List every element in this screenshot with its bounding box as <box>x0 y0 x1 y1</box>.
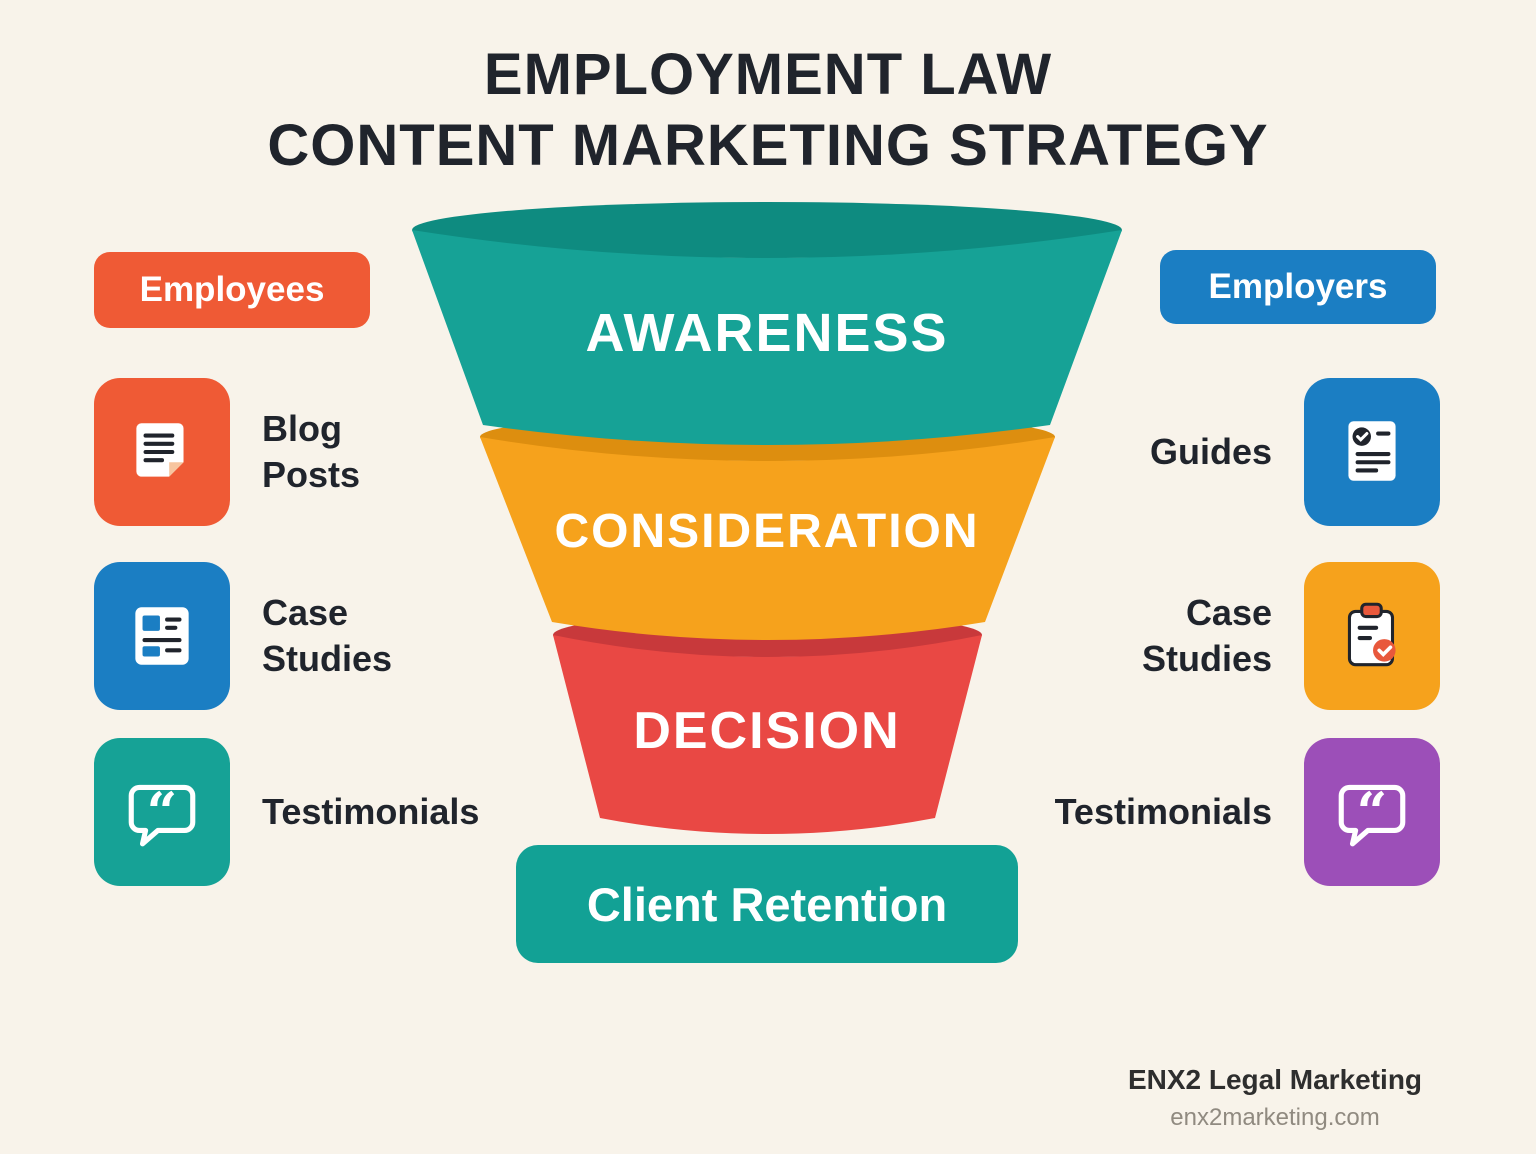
right-item-guides: Guides <box>1150 378 1440 526</box>
quote-bubble-icon: “ <box>128 780 196 847</box>
title-line-2: CONTENT MARKETING STRATEGY <box>267 112 1269 178</box>
case-studies-card-left <box>94 562 230 710</box>
svg-text:“: “ <box>1357 780 1388 843</box>
case-study-icon <box>135 607 189 665</box>
funnel-stage-awareness-rim <box>412 202 1122 258</box>
employers-badge: Employers <box>1160 250 1436 324</box>
testimonials-card-right: “ <box>1304 738 1440 886</box>
left-item-blog-posts: Blog Posts <box>94 378 412 526</box>
marketing-funnel: AWARENESS CONSIDERATION DECISION <box>412 202 1122 834</box>
left-item-testimonials: “ Testimonials <box>94 738 479 886</box>
guide-check-icon <box>1348 421 1396 481</box>
clipboard-check-icon <box>1347 602 1396 667</box>
title-line-1: EMPLOYMENT LAW <box>483 42 1053 107</box>
funnel-stage-consideration-label: CONSIDERATION <box>554 505 979 558</box>
left-item-case-studies: Case Studies <box>94 562 437 710</box>
employees-badge: Employees <box>94 252 370 328</box>
funnel-stage-decision <box>553 635 982 834</box>
brand-website: enx2marketing.com <box>1170 1104 1380 1131</box>
case-studies-label-left: Case Studies <box>262 591 393 679</box>
testimonials-card-left: “ <box>94 738 230 886</box>
footer: ENX2 Legal Marketing enx2marketing.com <box>1040 1064 1510 1132</box>
case-studies-label-right: Case Studies <box>1141 591 1272 679</box>
testimonials-label-right: Testimonials <box>1054 790 1272 832</box>
blog-document-icon <box>136 423 184 477</box>
testimonials-label-left: Testimonials <box>262 790 480 832</box>
funnel-stage-consideration <box>480 437 1055 640</box>
guides-label: Guides <box>1149 430 1272 472</box>
svg-text:“: “ <box>147 780 178 843</box>
brand-name: ENX2 Legal Marketing <box>1127 1064 1423 1095</box>
blog-posts-card <box>94 378 230 526</box>
client-retention-bar: Client Retention <box>516 845 1018 963</box>
right-item-testimonials: Testimonials “ <box>1055 738 1440 886</box>
blog-posts-label: Blog Posts <box>262 407 361 495</box>
funnel-stage-decision-label: DECISION <box>633 702 900 760</box>
guides-card <box>1304 378 1440 526</box>
case-studies-card-right <box>1304 562 1440 710</box>
quote-bubble-icon: “ <box>1338 780 1406 847</box>
right-item-case-studies: Case Studies <box>1097 562 1440 710</box>
page-title: EMPLOYMENT LAW CONTENT MARKETING STRATEG… <box>0 40 1536 182</box>
funnel-stage-awareness <box>412 230 1122 445</box>
funnel-stage-awareness-label: AWARENESS <box>585 303 948 363</box>
